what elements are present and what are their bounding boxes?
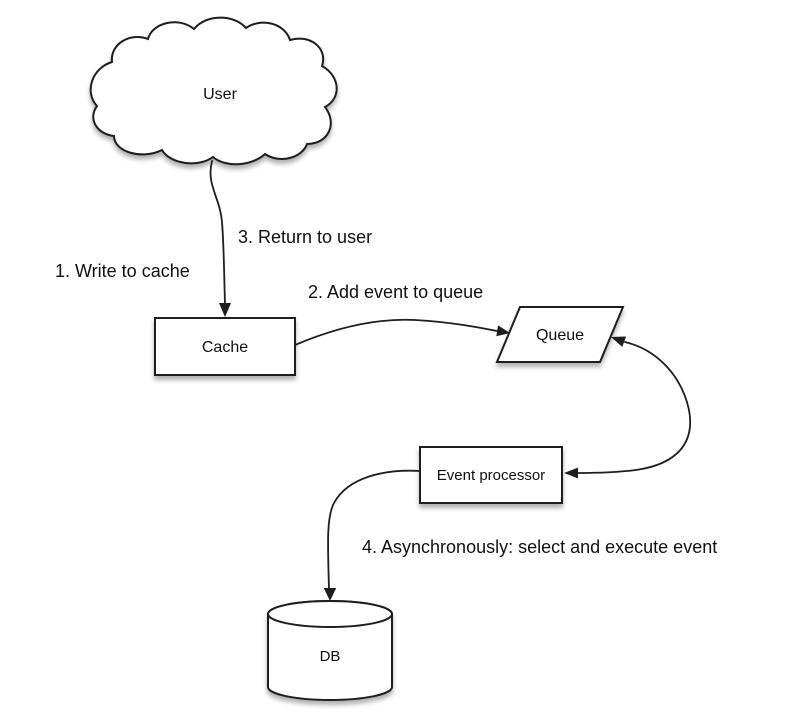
cache-node-label: Cache [202,339,248,356]
arrowhead-into-queue-left [496,325,510,337]
cache-box [154,317,296,376]
db-node-label: DB [320,648,341,665]
arrow-cache-to-queue [294,318,498,346]
arrow-event-processor-to-db [327,469,421,591]
arrowhead-into-cache [219,303,231,317]
queue-node-label: Queue [536,327,584,344]
annotation-step-1: 1. Write to cache [55,261,190,281]
annotation-step-4: 4. Asynchronously: select and execute ev… [362,537,717,557]
db-node: DB [267,600,393,701]
user-node-label: User [203,86,237,103]
user-node: User [89,16,338,166]
arrowhead-into-queue-right [611,336,627,347]
flow-arrows [209,160,691,601]
queue-parallelogram [495,306,625,363]
arrow-queue-event-processor-loop [577,341,691,474]
event-processor-node-label: Event processor [437,467,545,484]
step-annotations: 1. Write to cache 3. Return to user 2. A… [55,227,717,557]
db-cylinder-top [267,600,393,628]
user-cloud-shape [89,16,338,166]
arrow-user-to-cache [209,160,226,305]
annotation-step-2: 2. Add event to queue [308,282,483,302]
cache-node: Cache [154,317,296,376]
arrowhead-into-event-processor [564,467,578,479]
annotation-step-3: 3. Return to user [238,227,372,247]
queue-node: Queue [495,306,625,363]
event-processor-node: Event processor [419,446,563,504]
arrowhead-into-db [323,588,337,601]
event-processor-box [419,446,563,504]
